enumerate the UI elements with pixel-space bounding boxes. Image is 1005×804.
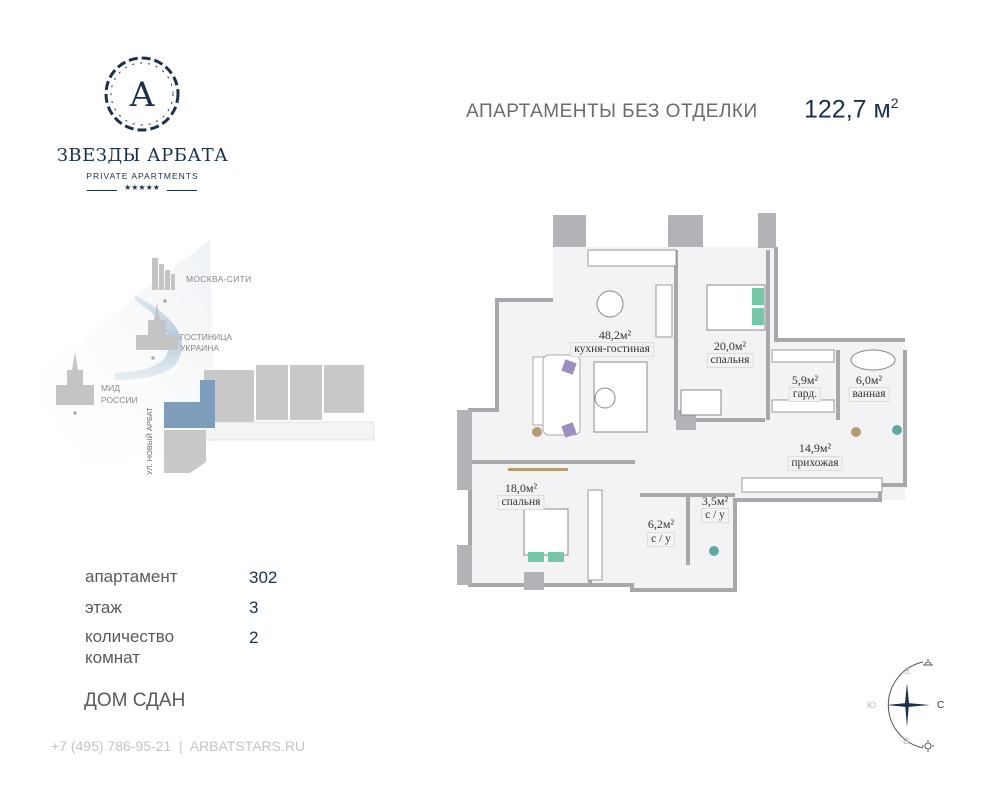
room-name: спальня — [706, 353, 754, 368]
contacts: +7 (495) 786-95-21 | ARBATSTARS.RU — [51, 738, 306, 754]
total-area: 122,7 м2 — [804, 95, 899, 124]
room-name: с / у — [701, 508, 729, 523]
svg-text:РОССИИ: РОССИИ — [101, 395, 138, 405]
svg-text:A: A — [129, 75, 155, 115]
room-area: 6,2м² — [647, 517, 675, 531]
svg-text:МОСКВА-СИТИ: МОСКВА-СИТИ — [186, 274, 252, 284]
room-area: 14,9м² — [798, 441, 832, 455]
sunrise-icon — [922, 740, 934, 752]
svg-text:З: З — [904, 666, 909, 676]
sunset-icon — [923, 659, 933, 666]
hotel-ukraina-icon — [136, 302, 178, 350]
room-area: 18,0м² — [504, 481, 538, 495]
room-name: спальня — [497, 495, 545, 510]
rooms-value: 2 — [249, 628, 259, 647]
compass: З Ю В С — [867, 659, 944, 752]
room-area: 20,0м² — [713, 339, 747, 353]
svg-text:УКРАИНА: УКРАИНА — [180, 343, 219, 353]
compass-star-icon — [887, 683, 930, 727]
room-name: с / у — [647, 532, 675, 547]
logo-title: ЗВЕЗДЫ АРБАТА — [56, 145, 229, 166]
divider — [87, 190, 117, 191]
logo-emblem: A — [104, 56, 180, 132]
room-area: 48,2м² — [598, 328, 632, 342]
room-area: 3,5м² — [701, 494, 729, 508]
room-area: 5,9м² — [791, 373, 819, 387]
svg-text:С: С — [937, 700, 944, 711]
svg-text:ГОСТИНИЦА: ГОСТИНИЦА — [180, 332, 232, 342]
floor-value: 3 — [249, 598, 259, 617]
location-map: МОСКВА-СИТИ ГОСТИНИЦА УКРАИНА МИД РОССИИ… — [40, 240, 375, 480]
svg-text:УЛ. НОВЫЙ АРБАТ: УЛ. НОВЫЙ АРБАТ — [145, 407, 154, 475]
phone: +7 (495) 786-95-21 — [51, 738, 172, 754]
apartment-type: АПАРТАМЕНТЫ БЕЗ ОТДЕЛКИ — [466, 101, 758, 122]
svg-text:Ю: Ю — [867, 700, 876, 710]
logo-subtitle: PRIVATE APARTMENTS — [86, 171, 199, 181]
status: ДОМ СДАН — [84, 690, 186, 711]
site-link[interactable]: ARBATSTARS.RU — [189, 738, 306, 754]
svg-text:МИД: МИД — [101, 383, 120, 393]
floor-label: этаж — [85, 598, 122, 617]
room-name: прихожая — [787, 456, 843, 471]
apartment-highlight — [164, 380, 215, 428]
room-name: ванная — [848, 387, 890, 402]
building-plan — [164, 365, 375, 473]
apartment-value: 302 — [249, 568, 278, 587]
apartment-label: апартамент — [85, 567, 178, 586]
svg-text:В: В — [903, 736, 909, 746]
divider — [167, 190, 197, 191]
room-area: 6,0м² — [855, 373, 883, 387]
room-name: кухня-гостиная — [570, 342, 654, 357]
room-name: гард. — [788, 387, 822, 402]
mid-icon — [56, 352, 94, 405]
moscow-city-icon — [152, 258, 175, 290]
stars-icon: ★★★★★ — [124, 183, 160, 192]
